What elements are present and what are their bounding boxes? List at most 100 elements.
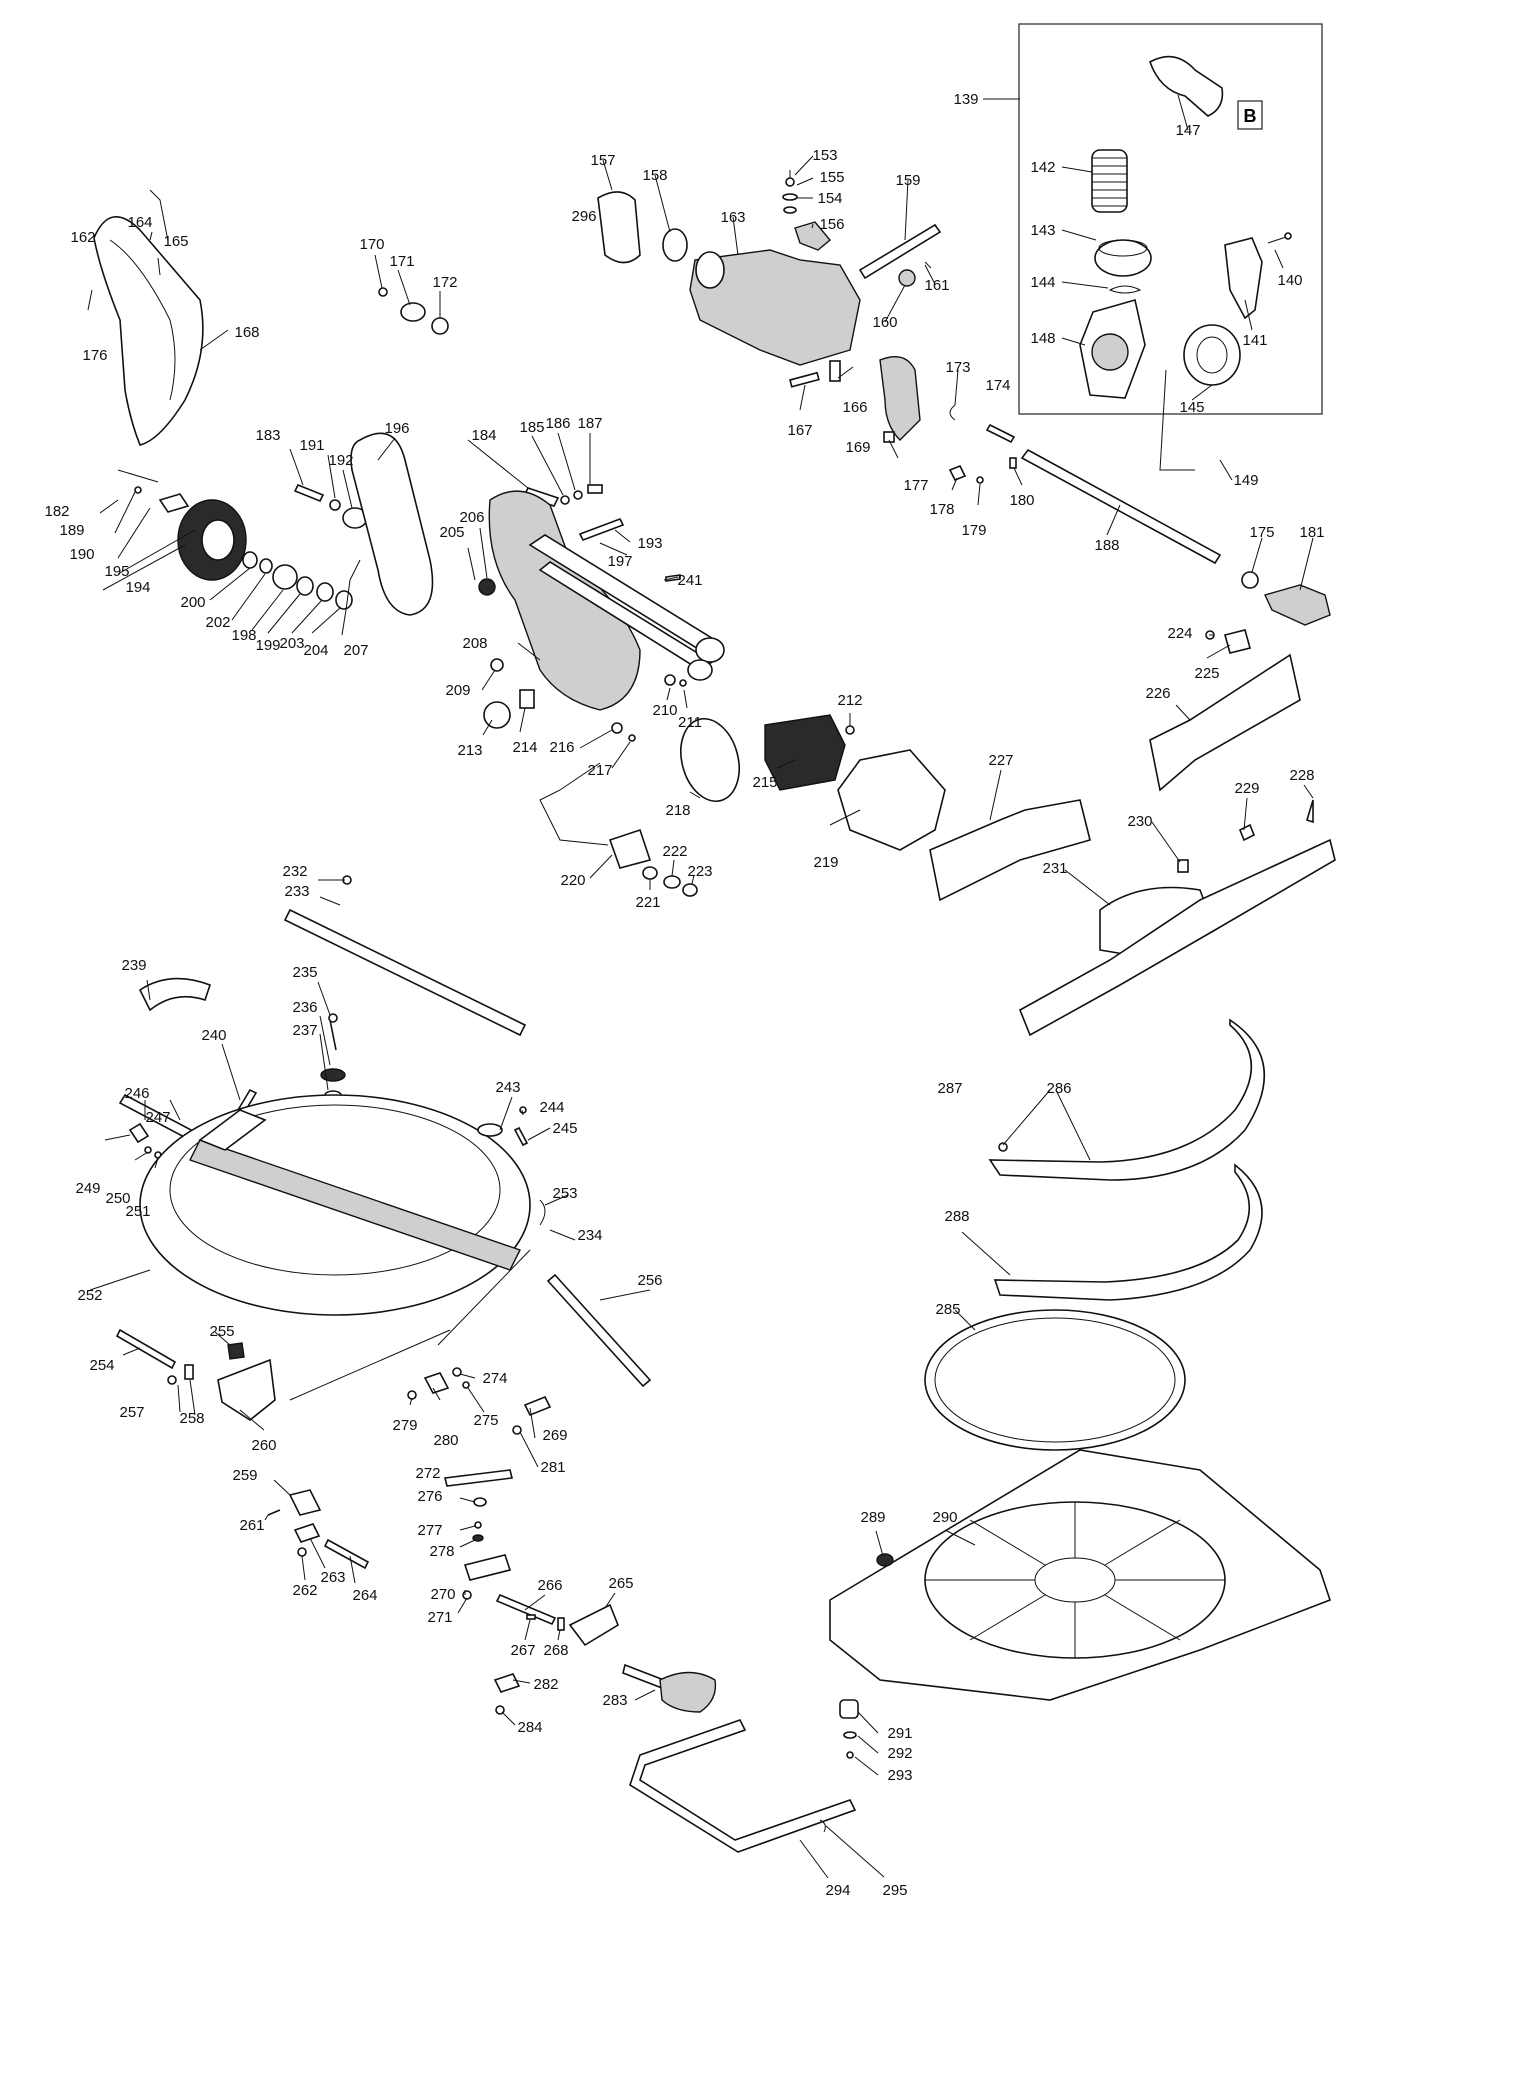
part-label-197: 197 [607,553,632,570]
inset-marker-box [1237,100,1263,130]
part-label-296: 296 [571,208,596,225]
part-label-158: 158 [642,167,667,184]
part-label-187: 187 [577,415,602,432]
part-label-139: 139 [953,91,978,108]
part-label-284: 284 [517,1719,542,1736]
part-label-196: 196 [384,420,409,437]
part-label-190: 190 [69,546,94,563]
part-label-186: 186 [545,415,570,432]
part-label-277: 277 [417,1522,442,1539]
part-label-274: 274 [482,1370,507,1387]
part-label-167: 167 [787,422,812,439]
part-label-211: 211 [678,714,702,731]
part-label-192: 192 [328,452,353,469]
part-label-215: 215 [752,774,777,791]
part-label-160: 160 [872,314,897,331]
part-label-179: 179 [961,522,986,539]
part-label-210: 210 [652,702,677,719]
part-label-214: 214 [512,739,537,756]
part-label-224: 224 [1167,625,1192,642]
part-label-222: 222 [662,843,687,860]
part-label-166: 166 [842,399,867,416]
part-label-230: 230 [1127,813,1152,830]
inset-panel: B [1018,23,1323,415]
part-label-278: 278 [429,1543,454,1560]
part-label-260: 260 [251,1437,276,1454]
part-label-159: 159 [895,172,920,189]
part-label-253: 253 [552,1185,577,1202]
part-label-198: 198 [231,627,256,644]
part-label-263: 263 [320,1569,345,1586]
part-label-155: 155 [819,169,844,186]
part-label-206: 206 [459,509,484,526]
part-label-191: 191 [299,437,324,454]
part-label-209: 209 [445,682,470,699]
part-label-165: 165 [163,233,188,250]
part-label-195: 195 [104,563,129,580]
part-label-148: 148 [1030,330,1055,347]
part-label-231: 231 [1042,860,1067,877]
part-label-216: 216 [549,739,574,756]
part-label-264: 264 [352,1587,377,1604]
part-label-174: 174 [985,377,1010,394]
part-label-157: 157 [590,152,615,169]
part-label-203: 203 [279,635,304,652]
part-label-295: 295 [882,1882,907,1899]
part-label-178: 178 [929,501,954,518]
part-label-182: 182 [44,503,69,520]
part-label-237: 237 [292,1022,317,1039]
part-label-245: 245 [552,1120,577,1137]
part-label-291: 291 [887,1725,912,1742]
part-shapes [93,55,1336,1853]
part-label-290: 290 [932,1509,957,1526]
part-label-285: 285 [935,1301,960,1318]
part-label-208: 208 [462,635,487,652]
part-label-207: 207 [343,642,368,659]
inset-marker-letter: B [1244,106,1257,126]
part-label-194: 194 [125,579,150,596]
part-label-286: 286 [1046,1080,1071,1097]
part-label-258: 258 [179,1410,204,1427]
part-label-234: 234 [577,1227,602,1244]
part-label-244: 244 [539,1099,564,1116]
part-label-185: 185 [519,419,544,436]
part-label-276: 276 [417,1488,442,1505]
part-label-292: 292 [887,1745,912,1762]
part-label-249: 249 [75,1180,100,1197]
part-label-226: 226 [1145,685,1170,702]
part-label-217: 217 [587,762,612,779]
part-label-282: 282 [533,1676,558,1693]
part-label-213: 213 [457,742,482,759]
part-label-142: 142 [1030,159,1055,176]
part-label-202: 202 [205,614,230,631]
part-label-173: 173 [945,359,970,376]
part-label-180: 180 [1009,492,1034,509]
part-label-149: 149 [1233,472,1258,489]
part-label-223: 223 [687,863,712,880]
part-label-227: 227 [988,752,1013,769]
part-label-140: 140 [1277,272,1302,289]
leader-lines [87,94,1314,1879]
part-label-265: 265 [608,1575,633,1592]
part-label-294: 294 [825,1882,850,1899]
part-label-172: 172 [432,274,457,291]
part-label-272: 272 [415,1465,440,1482]
part-label-270: 270 [430,1586,455,1603]
part-label-279: 279 [392,1417,417,1434]
part-label-220: 220 [560,872,585,889]
part-label-188: 188 [1094,537,1119,554]
part-label-169: 169 [845,439,870,456]
part-label-283: 283 [602,1692,627,1709]
part-label-219: 219 [813,854,838,871]
part-label-255: 255 [209,1323,234,1340]
part-label-164: 164 [127,214,152,231]
part-label-262: 262 [292,1582,317,1599]
part-label-288: 288 [944,1208,969,1225]
part-label-212: 212 [837,692,862,709]
part-labels: 139 140 141 142 143 144 145 147 148 149 … [44,91,1324,1899]
part-label-241: 241 [677,572,702,589]
part-label-200: 200 [180,594,205,611]
part-label-162: 162 [70,229,95,246]
hose-coil [1091,149,1128,213]
part-label-236: 236 [292,999,317,1016]
